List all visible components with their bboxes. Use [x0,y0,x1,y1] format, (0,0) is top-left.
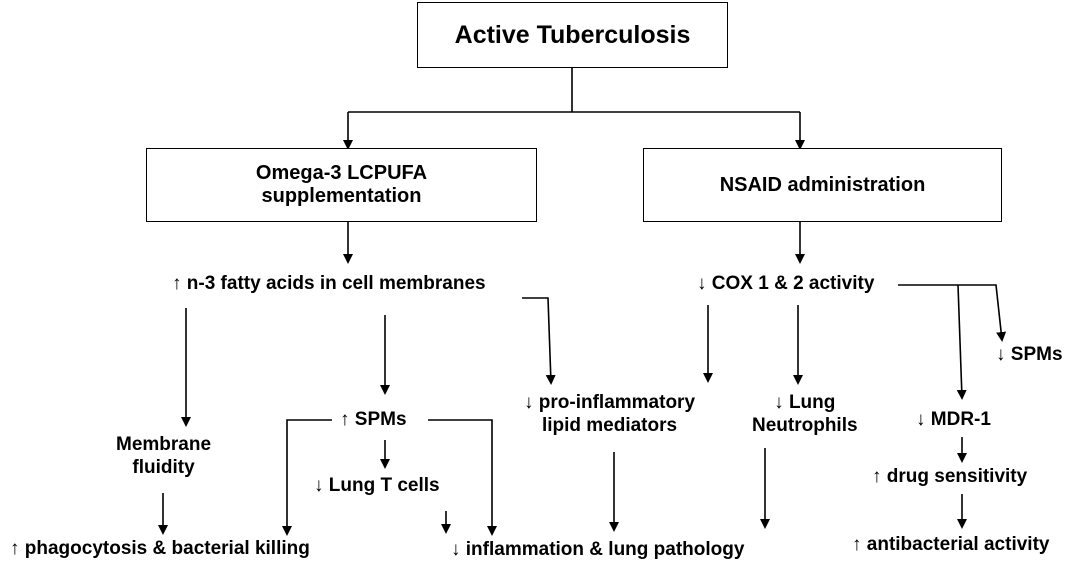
nsaid-box: NSAID administration [643,148,1002,222]
arrow-to-spms-right [898,284,1007,342]
n3-fatty-acids-label: ↑ n-3 fatty acids in cell membranes [172,273,486,294]
pro-inflammatory-label: ↓ pro-inflammatory lipid mediators [524,392,696,436]
spms-left-label: ↑ SPMs [340,409,407,430]
omega-label: Omega-3 LCPUFA supplementation [255,162,428,207]
drug-sensitivity-label: ↑ drug sensitivity [872,466,1028,487]
connector-root [348,68,800,113]
arrow-to-pro-inflam [522,297,556,385]
phagocytosis-label: ↑ phagocytosis & bacterial killing [10,538,310,559]
cox-label: ↓ COX 1 & 2 activity [697,273,875,294]
antibacterial-label: ↑ antibacterial activity [852,534,1050,555]
inflammation-label: ↓ inflammation & lung pathology [451,539,745,560]
arrow-to-mdr1 [956,284,967,400]
membrane-fluidity-label: Membrane fluidity [116,434,212,478]
arrow-spms-to-phago [282,419,332,536]
root-box: Active Tuberculosis [417,2,728,68]
mdr1-label: ↓ MDR-1 [916,409,991,430]
lung-t-cells-label: ↓ Lung T cells [314,475,440,496]
root-label: Active Tuberculosis [454,20,691,49]
omega-box: Omega-3 LCPUFA supplementation [146,148,537,222]
arrow-spms-to-inflam [428,419,497,536]
lung-neutrophils-label: ↓ Lung Neutrophils [752,392,858,436]
nsaid-label: NSAID administration [719,173,926,196]
spms-right-label: ↓ SPMs [996,344,1063,365]
